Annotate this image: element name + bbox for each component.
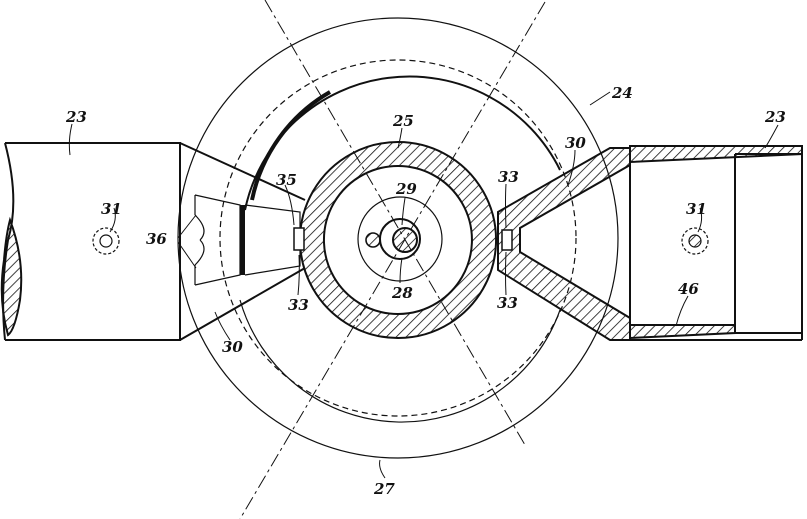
- bowl-lower: [239, 299, 561, 423]
- left-pipe-cut: [0, 216, 23, 337]
- label-pin-left: 31: [101, 200, 122, 218]
- leader-insert-33-ur: [505, 183, 507, 229]
- left-nozzle-inner: [194, 194, 241, 286]
- left-nozzle: [179, 142, 306, 341]
- leader-assembly: [589, 91, 611, 106]
- right-pipe-outline: [629, 146, 803, 341]
- label-nozzle-upper: 30: [565, 134, 586, 152]
- label-insert-33-left: 33: [288, 296, 309, 314]
- right-pin-outer: [681, 227, 709, 255]
- right-pipe-bottom-wall: [629, 324, 736, 340]
- label-nozzle-lower: 30: [222, 338, 243, 356]
- left-pipe: [5, 142, 181, 341]
- ring-section: [299, 141, 498, 339]
- left-pin-outer: [92, 227, 120, 255]
- label-left-pipe: 23: [65, 108, 87, 126]
- left-jets: [194, 214, 205, 266]
- label-disc: 27: [373, 480, 395, 498]
- label-shaft: 29: [395, 180, 417, 198]
- right-pin-inner: [688, 234, 702, 248]
- leader-insert-35: [284, 184, 295, 226]
- leader-right-pipe: [764, 124, 779, 149]
- pin-section: [365, 232, 381, 248]
- leader-pin-right: [697, 207, 703, 233]
- label-insert-33-ur: 33: [498, 168, 519, 186]
- label-assembly: 24: [611, 84, 633, 102]
- inner-dashed-circle: [219, 59, 577, 417]
- label-jets: 36: [146, 230, 167, 248]
- leader-left-pipe: [68, 123, 73, 156]
- leader-insert-33-lr: [505, 251, 507, 296]
- right-nozzle: [497, 147, 631, 341]
- left-insert-bar: [240, 205, 245, 275]
- label-ring: 25: [392, 112, 414, 130]
- bowl-shadow: [250, 90, 331, 201]
- leader-hub: [399, 257, 403, 284]
- leader-nozzle-lower: [214, 311, 231, 341]
- left-insert-block: [293, 227, 305, 251]
- label-insert-33-lr: 33: [497, 294, 518, 312]
- shaft-section: [392, 227, 418, 253]
- leader-disc: [379, 459, 386, 479]
- leader-sleeve: [675, 295, 689, 327]
- centerline-a: [264, 0, 526, 446]
- leader-jets: [177, 214, 197, 269]
- label-sleeve: 46: [678, 280, 699, 298]
- label-insert-35: 35: [276, 171, 297, 189]
- leader-nozzle-upper: [567, 149, 576, 186]
- right-insert-block: [501, 229, 513, 251]
- label-hub: 28: [391, 284, 413, 302]
- label-pin-right: 31: [686, 200, 707, 218]
- leader-insert-33-left: [297, 254, 300, 296]
- leader-pin-left: [109, 207, 116, 233]
- label-right-pipe: 23: [764, 108, 786, 126]
- left-insert-body: [244, 204, 301, 276]
- left-pin-inner: [99, 234, 113, 248]
- leader-ring: [397, 127, 403, 149]
- leader-shaft: [401, 197, 406, 226]
